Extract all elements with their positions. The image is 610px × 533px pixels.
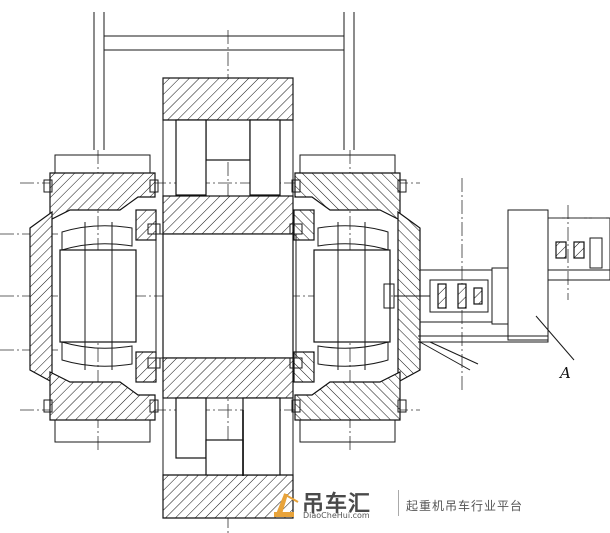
right-bearing-housing bbox=[289, 154, 421, 443]
wheel-top bbox=[162, 77, 294, 197]
wheel-bottom bbox=[162, 397, 294, 519]
watermark: 吊车汇 DiaoCheHui.com 起重机吊车行业平台 bbox=[272, 486, 572, 522]
left-bearing-housing bbox=[29, 154, 161, 443]
watermark-slogan: 起重机吊车行业平台 bbox=[406, 499, 524, 513]
encoder-assembly bbox=[383, 209, 610, 371]
label-a: A bbox=[558, 364, 571, 382]
shaft bbox=[158, 195, 298, 399]
watermark-brand: 吊车汇 bbox=[302, 492, 372, 517]
watermark-separator bbox=[398, 490, 399, 516]
label-a-leader: A bbox=[535, 315, 575, 382]
crane-logo-icon bbox=[274, 493, 299, 517]
watermark-url: DiaoCheHui.com bbox=[303, 511, 370, 520]
top-frame bbox=[93, 12, 355, 150]
